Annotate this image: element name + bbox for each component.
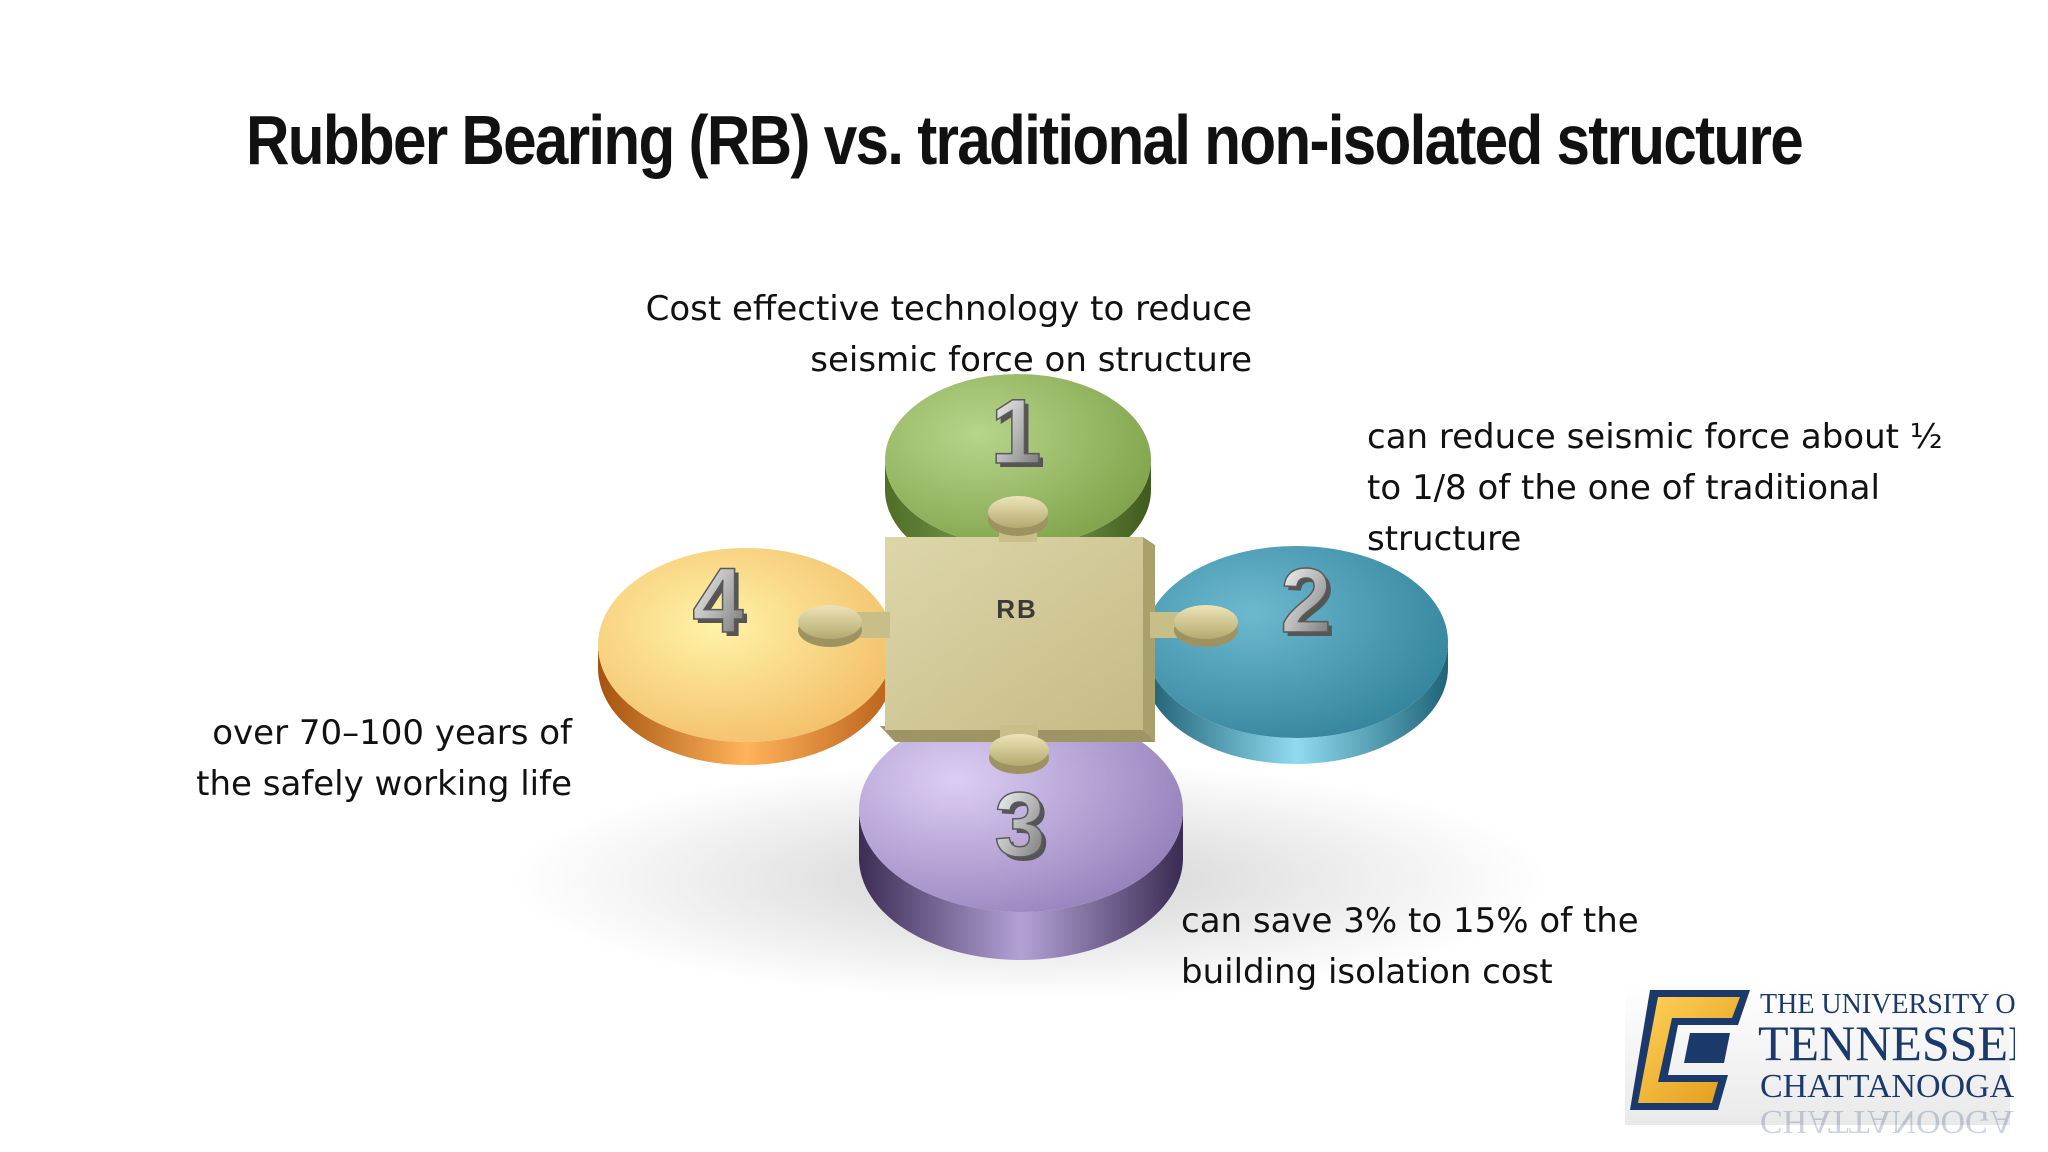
utc-c-mark-icon bbox=[1630, 990, 1750, 1110]
logo-line-1: THE UNIVERSITY OF bbox=[1760, 989, 2015, 1020]
disc-number-2: 2 bbox=[1280, 550, 1331, 652]
caption-3-line-2: building isolation cost bbox=[1181, 952, 1553, 992]
disc-number-1: 1 bbox=[990, 381, 1041, 483]
slide-title: Rubber Bearing (RB) vs. traditional non-… bbox=[246, 101, 1804, 179]
disc-number-4: 4 bbox=[692, 550, 743, 652]
disc-number-3-shadow: 3 bbox=[998, 778, 1049, 880]
caption-1-line-2: seismic force on structure bbox=[810, 340, 1252, 380]
caption-4-line-1: over 70–100 years of bbox=[212, 713, 572, 753]
logo-line-3: CHATTANOOGA bbox=[1760, 1068, 2015, 1105]
caption-3-line-1: can save 3% to 15% of the bbox=[1181, 901, 1639, 941]
caption-4-line-2: the safely working life bbox=[196, 764, 572, 804]
disc-4 bbox=[598, 548, 894, 765]
disc-number-4-shadow: 4 bbox=[696, 554, 747, 656]
caption-2-line-2: to 1/8 of the one of traditional bbox=[1367, 468, 1880, 508]
rb-center-label: RB bbox=[996, 594, 1038, 624]
knob-right bbox=[1150, 605, 1238, 647]
caption-3: can save 3% to 15% of the building isola… bbox=[1181, 896, 1639, 998]
logo-line-2: TENNESSEE bbox=[1758, 1015, 2015, 1071]
caption-2: can reduce seismic force about ½ to 1/8 … bbox=[1367, 412, 1943, 565]
disc-2 bbox=[1144, 546, 1448, 764]
caption-2-line-3: structure bbox=[1367, 519, 1522, 559]
disc-number-2-shadow: 2 bbox=[1284, 554, 1335, 656]
disc-3 bbox=[859, 708, 1183, 960]
knob-bottom bbox=[989, 725, 1049, 774]
logo-reflection: CHATTANOOGA bbox=[1760, 1103, 2015, 1140]
knob-left bbox=[798, 605, 890, 647]
disc-number-1-shadow: 1 bbox=[994, 385, 1045, 487]
caption-1-line-1: Cost effective technology to reduce bbox=[645, 289, 1252, 329]
caption-2-line-1: can reduce seismic force about ½ bbox=[1367, 417, 1943, 457]
caption-1: Cost effective technology to reduce seis… bbox=[646, 284, 1252, 386]
disc-number-3: 3 bbox=[994, 774, 1045, 876]
knob-top bbox=[988, 496, 1048, 542]
utc-logo: THE UNIVERSITY OF TENNESSEE CHATTANOOGA … bbox=[1625, 985, 2015, 1140]
caption-4: over 70–100 years of the safely working … bbox=[196, 708, 572, 810]
rb-square bbox=[880, 537, 1155, 742]
